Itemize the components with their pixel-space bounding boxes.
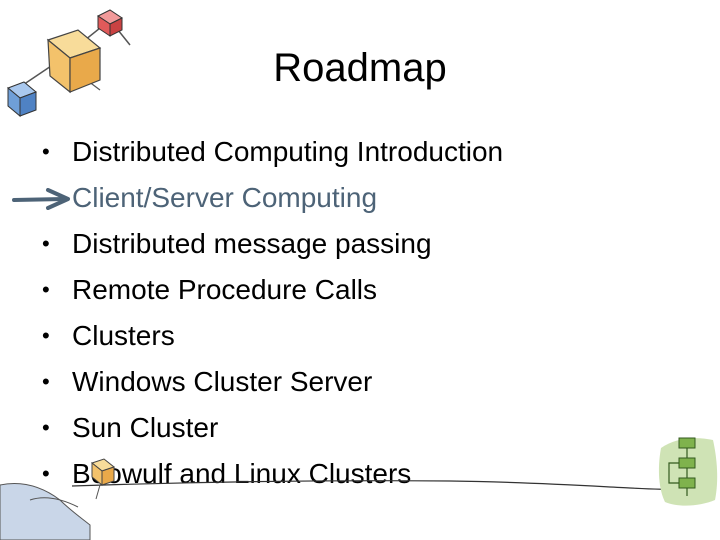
bullet-icon: • (42, 231, 50, 256)
list-item-label: Remote Procedure Calls (72, 274, 378, 305)
bullet-icon: • (42, 461, 50, 486)
list-item-label: Windows Cluster Server (72, 366, 373, 397)
list-item: • Distributed Computing Introduction (0, 130, 720, 176)
list-item: • Distributed message passing (0, 222, 720, 268)
roadmap-list: • Distributed Computing Introduction Cli… (0, 130, 720, 498)
underline-decoration (71, 480, 709, 491)
bullet-icon: • (42, 323, 50, 348)
list-item: • Remote Procedure Calls (0, 268, 720, 314)
bullet-icon: • (42, 139, 50, 164)
list-item-label: Client/Server Computing (72, 182, 378, 213)
list-item: • Clusters (0, 314, 720, 360)
network-cubes-icon (7, 9, 131, 118)
hand-holding-cube-icon (0, 458, 116, 540)
flowchart-icon (658, 437, 718, 506)
list-item-label: Clusters (72, 320, 175, 351)
list-item-current: Client/Server Computing (0, 176, 720, 222)
bullet-icon: • (42, 369, 50, 394)
bullet-icon: • (42, 277, 50, 302)
list-item-label: Distributed Computing Introduction (72, 136, 504, 167)
list-item: • Windows Cluster Server (0, 360, 720, 406)
list-item: • Sun Cluster (0, 406, 720, 452)
bullet-icon: • (42, 415, 50, 440)
right-arrow-icon (12, 188, 70, 210)
list-item-label: Distributed message passing (72, 228, 432, 259)
slide-title: Roadmap (273, 46, 447, 90)
list-item-label: Sun Cluster (72, 412, 219, 443)
